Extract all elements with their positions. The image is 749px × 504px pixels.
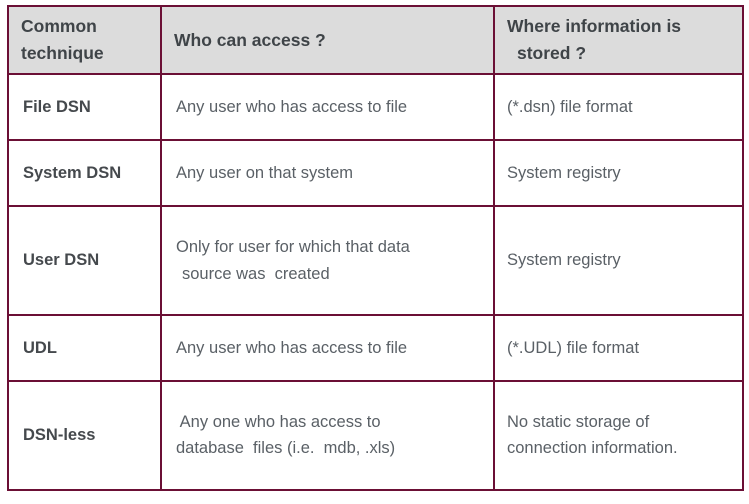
- cell-where-stored: System registry: [493, 204, 744, 317]
- cell-technique: UDL: [7, 314, 162, 382]
- column-header-common-technique: Common technique: [7, 4, 162, 76]
- table-row: User DSN Only for user for which that da…: [7, 204, 744, 317]
- cell-who-can-access: Only for user for which that data source…: [160, 204, 495, 317]
- cell-where-stored: (*.UDL) file format: [493, 314, 744, 382]
- cell-who-can-access: Any user who has access to file: [160, 73, 495, 142]
- cell-who-line1: Any user who has access to file: [176, 97, 408, 116]
- cell-who-can-access: Any user on that system: [160, 139, 495, 207]
- cell-where-stored: (*.dsn) file format: [493, 73, 744, 142]
- cell-who-line2: database files (i.e. mdb, .xls): [176, 439, 396, 458]
- column-header-where-stored-line2: stored ?: [517, 43, 587, 64]
- cell-who-line2: source was created: [182, 264, 330, 283]
- cell-who-line1: Any user who has access to file: [176, 338, 408, 357]
- cell-where-line1: (*.UDL) file format: [507, 338, 640, 357]
- column-header-common-technique-line2: technique: [21, 43, 104, 64]
- cell-technique: System DSN: [7, 139, 162, 207]
- column-header-who-can-access: Who can access ?: [160, 4, 495, 76]
- cell-where-line1: (*.dsn) file format: [507, 97, 633, 116]
- column-header-where-stored-line1: Where information is: [507, 16, 682, 36]
- table-row: System DSN Any user on that system Syste…: [7, 139, 744, 207]
- column-header-common-technique-line1: Common: [21, 16, 97, 36]
- cell-where-stored: No static storage of connection informat…: [493, 379, 744, 492]
- table-body: File DSN Any user who has access to file…: [7, 73, 744, 492]
- cell-who-line1: Any user on that system: [176, 163, 353, 182]
- cell-technique: DSN-less: [7, 379, 162, 492]
- cell-where-line1: System registry: [507, 251, 621, 270]
- column-header-who-can-access-line1: Who can access ?: [174, 29, 326, 50]
- cell-where-stored: System registry: [493, 139, 744, 207]
- table-header: Common technique Who can access ? Where …: [7, 4, 744, 76]
- cell-where-line2: connection information.: [507, 439, 678, 458]
- cell-where-line1: No static storage of: [507, 412, 650, 431]
- cell-who-line1: Only for user for which that data: [176, 237, 410, 256]
- cell-who-can-access: Any user who has access to file: [160, 314, 495, 382]
- table-row: DSN-less Any one who has access to datab…: [7, 379, 744, 492]
- table-row: UDL Any user who has access to file (*.U…: [7, 314, 744, 382]
- comparison-table-container: Common technique Who can access ? Where …: [7, 4, 744, 492]
- cell-who-can-access: Any one who has access to database files…: [160, 379, 495, 492]
- table-header-row: Common technique Who can access ? Where …: [7, 4, 744, 76]
- column-header-where-information-is-stored: Where information is stored ?: [493, 4, 744, 76]
- table-row: File DSN Any user who has access to file…: [7, 73, 744, 142]
- cell-technique: File DSN: [7, 73, 162, 142]
- cell-technique: User DSN: [7, 204, 162, 317]
- dsn-comparison-table: Common technique Who can access ? Where …: [7, 4, 744, 492]
- cell-who-line1: Any one who has access to: [176, 412, 381, 431]
- cell-where-line1: System registry: [507, 163, 621, 182]
